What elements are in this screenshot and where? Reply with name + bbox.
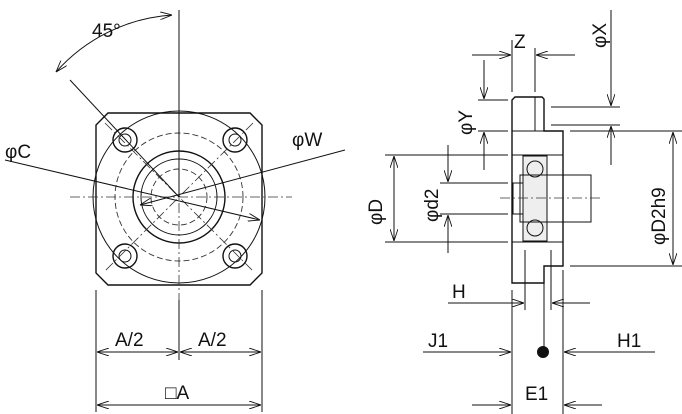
phi-w-label: φW (292, 130, 322, 151)
phi-d-label: φD (366, 199, 387, 225)
front-view: 45° φC φW A/2 A/2 □A (4, 10, 346, 412)
side-view: Z φX φY φD φd2 φD2h9 H (366, 10, 682, 414)
square-a-label: □A (165, 383, 189, 404)
datum-point (537, 346, 549, 358)
phi-c-label: φC (5, 142, 31, 163)
half-a-right-label: A/2 (198, 330, 227, 351)
bolt-holes (112, 127, 248, 269)
phi-d2h9-label: φD2h9 (649, 187, 670, 245)
angle-label: 45° (92, 21, 121, 42)
h1-label: H1 (617, 331, 641, 352)
half-a-left-label: A/2 (115, 330, 144, 351)
phi-x-label: φX (590, 23, 611, 48)
housing-outline (511, 96, 564, 284)
z-label: Z (514, 32, 526, 53)
phi-d2-label: φd2 (422, 189, 443, 222)
shaft (519, 174, 592, 223)
phi-y-label: φY (456, 110, 477, 135)
e1-label: E1 (525, 384, 548, 405)
h-label: H (452, 282, 466, 303)
j1-label: J1 (428, 331, 448, 352)
